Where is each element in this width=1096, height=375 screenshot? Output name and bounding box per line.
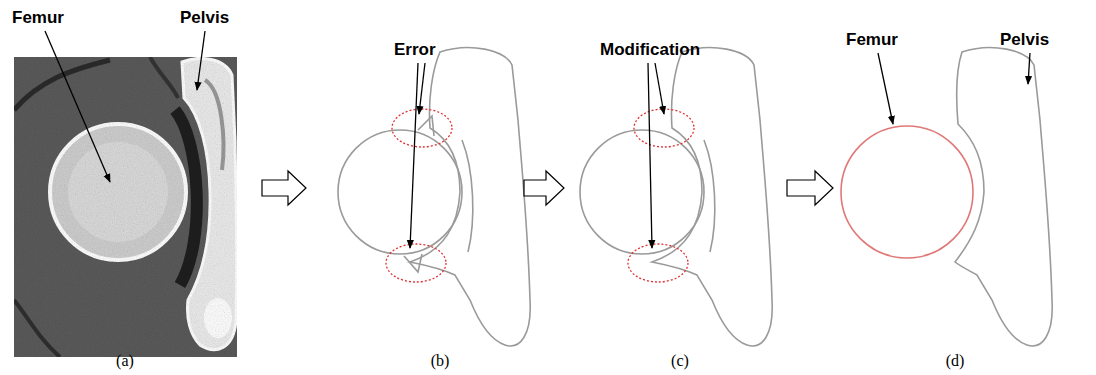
acetabulum-line: [704, 140, 715, 252]
image-panel: (a): [8, 48, 260, 372]
pelvis-contour: [410, 48, 530, 346]
contour-error: [418, 116, 434, 136]
contour-error: [404, 254, 422, 272]
pelvis-contour: [652, 48, 772, 346]
ct-image: [14, 57, 237, 357]
part-label: Pelvis: [1000, 30, 1049, 50]
image-panel: (d): [835, 40, 1085, 372]
block-arrow: [787, 171, 833, 205]
part-label: Femur: [12, 8, 64, 28]
panel-caption: (a): [116, 352, 134, 370]
panel-caption: (d): [946, 352, 965, 370]
part-label: Pelvis: [180, 8, 229, 28]
part-label: Modification: [600, 40, 700, 60]
ct-noise: [14, 57, 237, 357]
modified-region: [628, 244, 688, 282]
leader-arrow: [197, 31, 205, 90]
ct-background: [14, 57, 237, 357]
leader-arrow: [1028, 53, 1030, 84]
panel-caption: (c): [671, 352, 689, 370]
image-panel: (c): [566, 40, 785, 372]
acetabulum-line: [462, 140, 473, 252]
leader-arrow: [410, 63, 418, 248]
leader-arrow: [45, 31, 110, 182]
image-panel: (b): [308, 40, 522, 372]
error-region: [392, 109, 452, 147]
femur-contour: [580, 130, 704, 254]
panel-caption: (b): [431, 352, 450, 370]
part-label: Error: [394, 40, 436, 60]
block-arrow: [524, 171, 564, 205]
leader-arrow: [648, 63, 652, 248]
error-region: [386, 244, 446, 282]
femur-contour: [338, 130, 462, 254]
leader-arrow: [878, 53, 893, 124]
modified-region: [634, 109, 694, 147]
femur-contour: [841, 126, 973, 258]
leader-arrow: [419, 63, 425, 114]
pelvis-contour: [955, 48, 1052, 346]
part-label: Femur: [846, 30, 898, 50]
block-arrow: [262, 171, 306, 205]
leader-arrow: [655, 63, 664, 114]
